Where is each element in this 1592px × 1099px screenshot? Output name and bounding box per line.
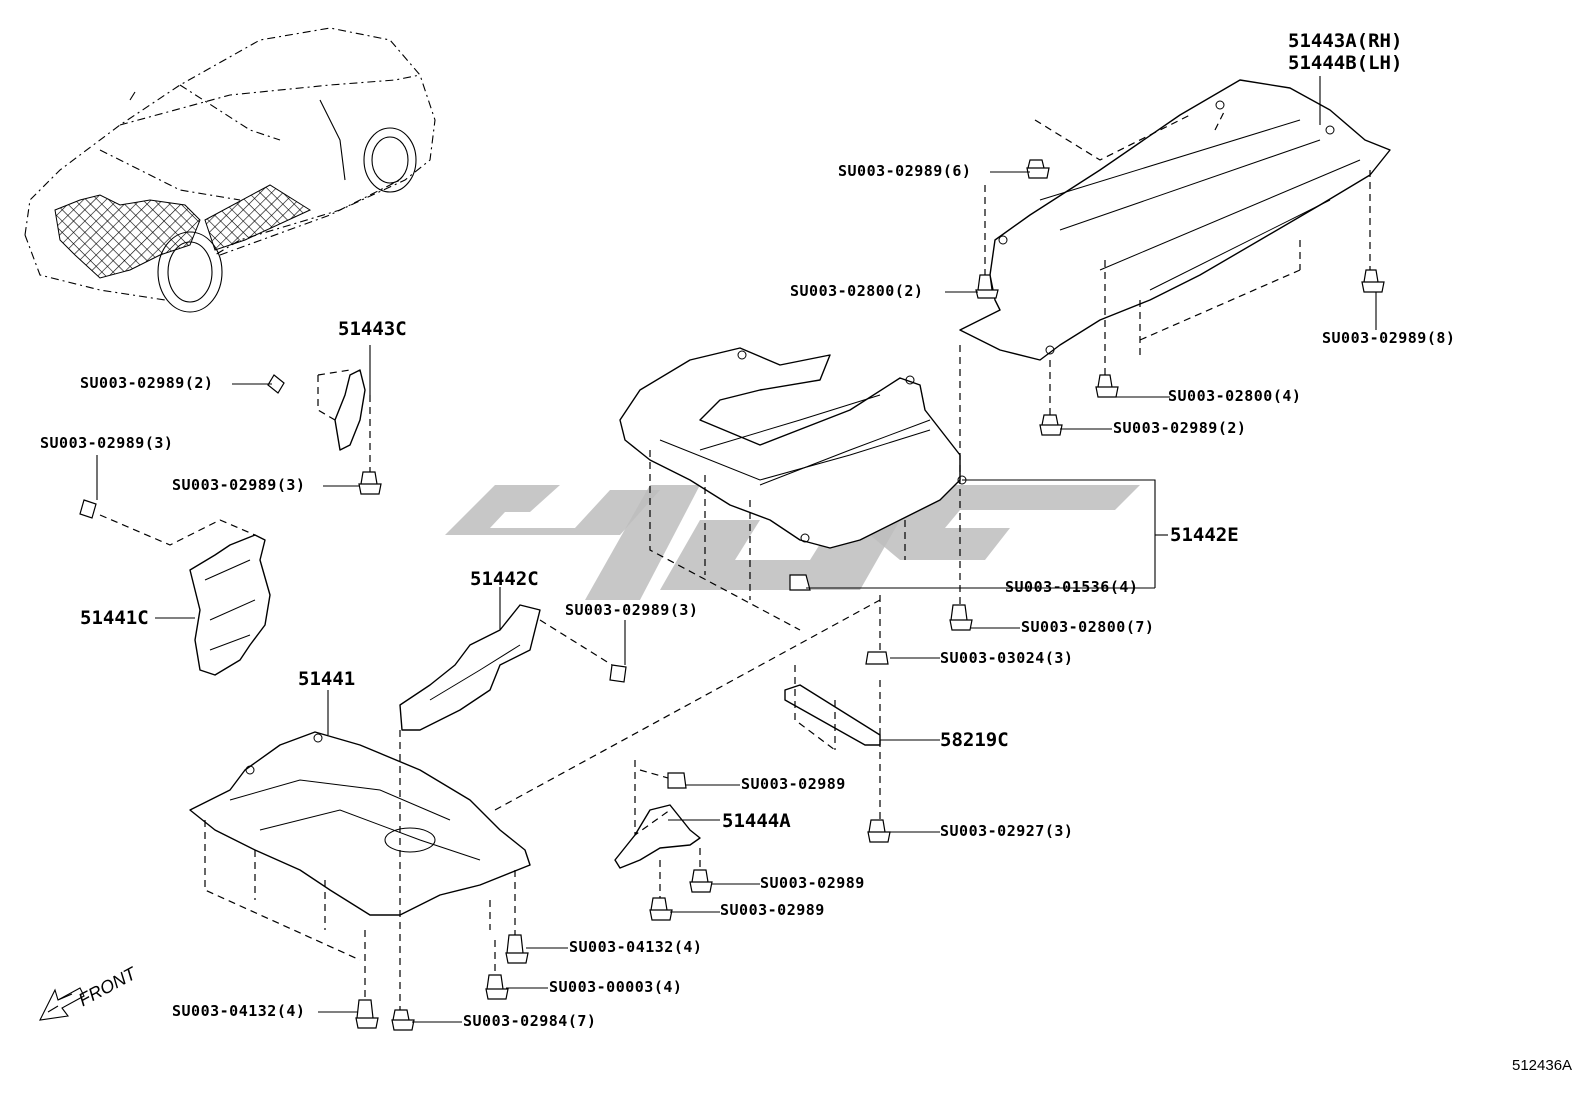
leader-lines xyxy=(96,76,1377,1023)
car-location-illustration xyxy=(24,27,436,313)
bracket-51441c xyxy=(189,534,271,676)
fastener-label: SU003-02800(4) xyxy=(1168,387,1302,405)
fastener-label: SU003-02989 xyxy=(760,874,865,892)
fastener-label: SU003-01536(4) xyxy=(1005,578,1139,596)
fastener-label: SU003-02800(7) xyxy=(1021,618,1155,636)
bracket-58219c xyxy=(784,684,881,746)
part-label-58219c: 58219C xyxy=(940,729,1009,751)
bracket-51443c xyxy=(334,369,366,451)
fastener-label: SU003-02927(3) xyxy=(940,822,1074,840)
fastener-label: SU003-04132(4) xyxy=(569,938,703,956)
fastener-label: SU003-02989(2) xyxy=(80,374,214,392)
fastener-label: SU003-02800(2) xyxy=(790,282,924,300)
fastener-label: SU003-02989(2) xyxy=(1113,419,1247,437)
fastener-label: SU003-02989(3) xyxy=(40,434,174,452)
part-label-51443a: 51443A(RH) xyxy=(1288,30,1403,52)
bolts xyxy=(79,159,1385,1031)
fastener-label: SU003-02989(8) xyxy=(1322,329,1456,347)
rear-undercover-51443a xyxy=(959,79,1391,361)
front-undercover-51441 xyxy=(189,731,531,916)
fastener-label: SU003-02989(6) xyxy=(838,162,972,180)
part-label-51441: 51441 xyxy=(298,668,356,690)
part-label-51442c: 51442C xyxy=(470,568,539,590)
bracket-51442c xyxy=(399,604,541,731)
fastener-label: SU003-02989 xyxy=(741,775,846,793)
fastener-label: SU003-00003(4) xyxy=(549,978,683,996)
part-label-51444b: 51444B(LH) xyxy=(1288,52,1403,74)
part-label-51442e: 51442E xyxy=(1170,524,1239,546)
part-label-51441c: 51441C xyxy=(80,607,149,629)
diagram-reference-number: 512436A xyxy=(1512,1057,1573,1074)
fastener-label: SU003-03024(3) xyxy=(940,649,1074,667)
fastener-label: SU003-04132(4) xyxy=(172,1002,306,1020)
fastener-label: SU003-02989(3) xyxy=(565,601,699,619)
part-label-51443c: 51443C xyxy=(338,318,407,340)
fastener-label: SU003-02989 xyxy=(720,901,825,919)
fastener-label: SU003-02984(7) xyxy=(463,1012,597,1030)
center-undercover-51442e xyxy=(619,347,967,549)
part-label-51444a: 51444A xyxy=(722,810,791,832)
fastener-label: SU003-02989(3) xyxy=(172,476,306,494)
front-arrow-icon xyxy=(39,987,85,1021)
bracket-51444a xyxy=(614,804,701,869)
